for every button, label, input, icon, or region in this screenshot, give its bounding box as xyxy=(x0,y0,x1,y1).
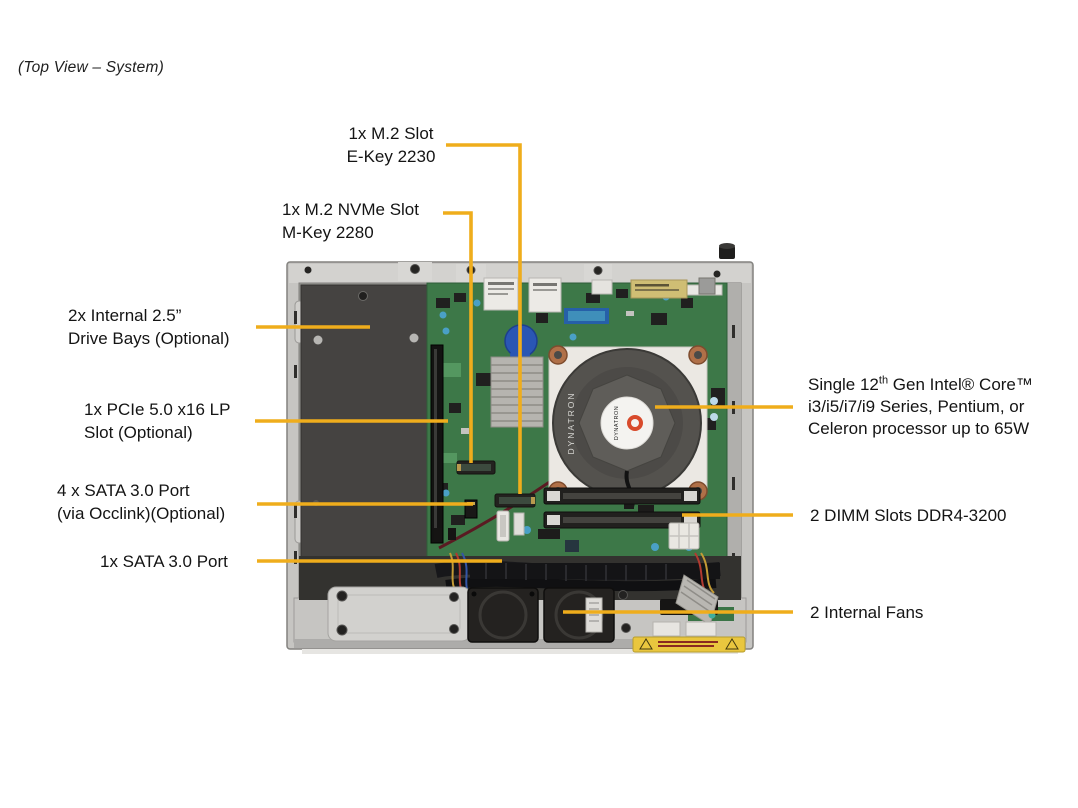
superscript-th: th xyxy=(878,374,889,387)
callout-label-sata-single: 1x SATA 3.0 Port xyxy=(100,550,228,573)
chassis-knob xyxy=(719,243,735,259)
label-line: E-Key 2230 xyxy=(346,147,436,166)
drive-bay-plate xyxy=(300,284,428,576)
chipset-heatsink xyxy=(490,356,544,428)
label-line: 2x Internal 2.5” xyxy=(68,306,182,325)
fan-right xyxy=(543,587,615,643)
callout-label-m2-ekey: 1x M.2 Slot E-Key 2230 xyxy=(330,122,452,168)
view-caption: (Top View – System) xyxy=(18,59,164,76)
sata-connector xyxy=(496,510,525,542)
m2-mkey-slot xyxy=(494,493,536,508)
label-line: 2 DIMM Slots DDR4-3200 xyxy=(810,506,1007,525)
label-line: i3/i5/i7/i9 Series, Pentium, or xyxy=(808,397,1025,416)
label-line: Slot (Optional) xyxy=(84,423,193,442)
label-line: 1x M.2 Slot xyxy=(348,124,434,143)
callout-label-fans: 2 Internal Fans xyxy=(810,601,923,624)
label-line: 1x SATA 3.0 Port xyxy=(100,552,228,571)
fan-headers xyxy=(434,528,560,540)
cpu-cooler: DYNATRON DYNATRON xyxy=(548,345,718,509)
callout-label-dimm: 2 DIMM Slots DDR4-3200 xyxy=(810,504,1007,527)
m2-ekey-slot xyxy=(456,460,496,475)
system-photo: DYNATRON DYNATRON xyxy=(286,243,756,660)
callout-label-sata-occlink: 4 x SATA 3.0 Port (via Occlink)(Optional… xyxy=(57,479,225,525)
front-panel-header xyxy=(564,308,609,324)
callout-label-pcie: 1x PCIe 5.0 x16 LP Slot (Optional) xyxy=(84,398,230,444)
internal-fans xyxy=(467,587,631,643)
cooler-brand-label: DYNATRON xyxy=(614,406,620,440)
callout-label-m2-mkey: 1x M.2 NVMe Slot M-Key 2280 xyxy=(282,198,419,244)
callout-label-processor: Single 12th Gen Intel® Core™ i3/i5/i7/i9… xyxy=(808,374,1033,440)
label-line: Drive Bays (Optional) xyxy=(68,329,230,348)
label-line: Celeron processor up to 65W xyxy=(808,419,1030,438)
oculink-connector xyxy=(464,499,478,519)
callout-label-drive-bays: 2x Internal 2.5” Drive Bays (Optional) xyxy=(68,304,230,350)
label-line: 4 x SATA 3.0 Port xyxy=(57,481,190,500)
power-connector xyxy=(668,522,700,550)
label-line: 1x M.2 NVMe Slot xyxy=(282,200,419,219)
drive-bracket xyxy=(327,586,471,642)
fan-left xyxy=(467,587,539,643)
cooler-brand-housing: DYNATRON xyxy=(566,391,576,454)
label-line: (via Occlink)(Optional) xyxy=(57,504,226,523)
label-line: Single 12th Gen Intel® Core™ xyxy=(808,374,1033,394)
warning-sticker xyxy=(632,636,746,653)
label-line: 1x PCIe 5.0 x16 LP xyxy=(84,400,231,419)
label-line: M-Key 2280 xyxy=(282,223,374,242)
pcie-slot xyxy=(430,344,444,544)
dimm-slots xyxy=(543,487,701,529)
label-line: 2 Internal Fans xyxy=(810,603,924,622)
cooler-fan: DYNATRON xyxy=(552,348,702,509)
